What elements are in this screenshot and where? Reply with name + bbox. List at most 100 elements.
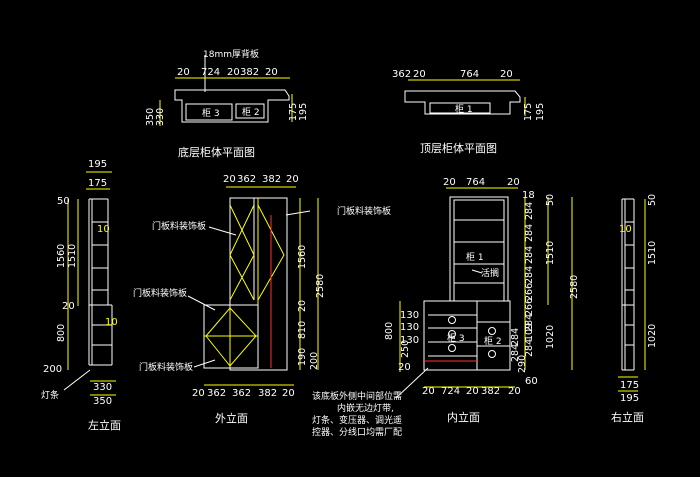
dim-text: 250: [400, 340, 411, 358]
dim-text: 800: [384, 322, 395, 340]
dim-text: 382: [481, 386, 500, 397]
dim-text: 2580: [569, 275, 580, 299]
dim-text: 1560: [297, 245, 308, 269]
dim-text: 362: [207, 388, 226, 399]
plan-top-title: 顶层柜体平面图: [420, 141, 497, 155]
dim-text: 20: [227, 67, 240, 78]
dim-text: 10: [97, 224, 110, 235]
dim-text: 284: [524, 339, 535, 357]
dim-text: 18: [522, 190, 535, 201]
inner-elev-note: 内嵌无边灯带,: [337, 402, 394, 414]
dim-text: 362: [392, 69, 411, 80]
dim-text: 20: [413, 69, 426, 80]
dim-text: 20: [398, 362, 411, 373]
cabinet-1-box: [429, 102, 491, 114]
plan-top: 362 20 764 20 柜 1 175 195 顶层柜体平面图: [392, 69, 546, 155]
inner-lower-carcass: [423, 300, 511, 371]
dim-text: 20: [297, 300, 308, 312]
dim-text: 175: [620, 380, 639, 391]
dim-text: 195: [620, 393, 639, 404]
dim-text: 266: [524, 283, 535, 301]
front-elev-note: 门板料装饰板: [337, 205, 391, 217]
dim-text: 109: [524, 323, 535, 341]
dim-text: 20: [192, 388, 205, 399]
dim-text: 810: [297, 321, 308, 339]
dim-text: 195: [88, 159, 107, 170]
leader-line: [193, 359, 216, 368]
dim-text: 195: [298, 103, 309, 121]
dim-text: 195: [535, 103, 546, 121]
lower-door-pattern: [205, 307, 257, 367]
dim-text: 1020: [647, 324, 658, 348]
plan-top-outline: [404, 90, 521, 115]
cabinet-2-label: 柜 2: [484, 335, 502, 347]
adjustable-shelf-label: 活搁: [481, 267, 499, 279]
dim-text: 20: [265, 67, 278, 78]
dim-text: 60: [525, 376, 538, 387]
left-elevation: 195 175 10 10 50 1560 1510 20 800 200 灯条…: [41, 159, 121, 432]
inner-upper-shelves: [454, 219, 504, 284]
dim-text: 10: [105, 317, 118, 328]
cabinet-1-label: 柜 1: [455, 103, 473, 115]
dim-text: 266: [524, 298, 535, 316]
inner-elev-note: 该底板外侧中间部位需: [312, 390, 402, 402]
dim-text: 10: [619, 224, 632, 235]
dim-text: 362: [232, 388, 251, 399]
dim-text: 175: [88, 178, 107, 189]
dim-text: 130: [400, 322, 419, 333]
dim-text: 20: [466, 386, 479, 397]
cabinet-1-label: 柜 1: [466, 251, 484, 263]
dim-text: 20: [282, 388, 295, 399]
dim-text: 20: [286, 174, 299, 185]
dim-text: 382: [258, 388, 277, 399]
front-elevation: 20 362 382 20 门板料装饰板 门板料装饰板 门板料装饰板 门板料装饰…: [133, 174, 391, 425]
right-elevation: 10 50 1510 1020 175 195 右立面: [611, 194, 658, 424]
dim-text: 382: [240, 67, 259, 78]
dim-text: 175: [288, 103, 299, 121]
dim-text: 20: [62, 301, 75, 312]
dim-text: 1020: [545, 325, 556, 349]
dim-text: 284: [510, 344, 521, 362]
dim-text: 764: [460, 69, 479, 80]
dim-text: 200: [309, 352, 320, 370]
left-elev-shelves: [89, 221, 112, 366]
dim-text: 284: [524, 266, 535, 284]
dim-text: 200: [43, 364, 62, 375]
front-elev-note: 门板料装饰板: [152, 220, 206, 232]
cabinet-3-box: [185, 103, 233, 121]
inner-elev-title: 内立面: [447, 410, 480, 424]
dim-text: 284: [524, 202, 535, 220]
dim-text: 20: [177, 67, 190, 78]
inner-elev-note: 控器、分线口均需厂配: [312, 426, 402, 438]
dim-text: 284: [524, 224, 535, 242]
dim-text: 20: [508, 386, 521, 397]
dim-text: 2580: [315, 274, 326, 298]
dim-text: 20: [443, 177, 456, 188]
leader-line: [285, 210, 311, 216]
light-strip-note: 灯条: [41, 389, 59, 401]
cabinet-3-label: 柜 3: [202, 107, 220, 119]
front-elev-note: 门板料装饰板: [139, 361, 193, 373]
cabinet-3-label: 柜 3: [447, 332, 465, 344]
dim-text: 1510: [647, 241, 658, 265]
plan-bottom-outline: [174, 89, 290, 123]
inner-upper-carcass: [449, 196, 509, 302]
inner-upper-inner: [453, 199, 505, 302]
leader-line: [208, 226, 237, 236]
leader-line: [395, 367, 429, 399]
dim-text: 20: [507, 177, 520, 188]
dim-text: 764: [466, 177, 485, 188]
dim-text: 175: [523, 103, 534, 121]
dim-text: 724: [201, 67, 220, 78]
cabinet-2-box: [235, 103, 265, 119]
dim-text: 284: [510, 328, 521, 346]
dim-text: 724: [441, 386, 460, 397]
front-elev-title: 外立面: [215, 411, 248, 425]
leader-line: [187, 295, 216, 311]
dim-text: 1510: [67, 244, 78, 268]
dim-text: 130: [400, 335, 419, 346]
dim-text: 50: [57, 196, 70, 207]
inner-lower-shelves: [428, 314, 510, 357]
dim-text: 1510: [545, 241, 556, 265]
